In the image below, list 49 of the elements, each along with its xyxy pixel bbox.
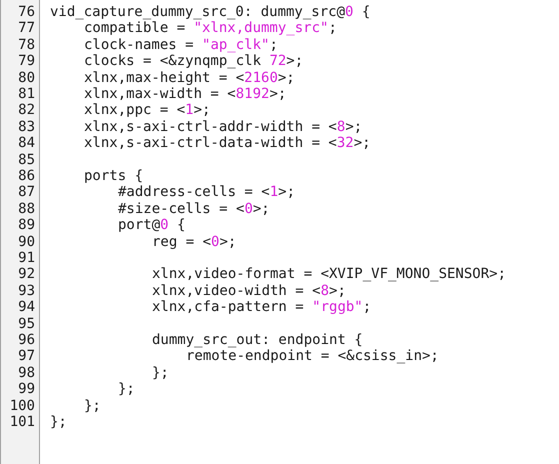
line-number: 93 bbox=[18, 282, 35, 299]
code-line: xlnx,ppc = <1>; bbox=[84, 102, 210, 118]
code-line: compatible = "xlnx,dummy_src"; bbox=[84, 20, 337, 36]
line-number: 92 bbox=[18, 266, 35, 282]
line-number: 79 bbox=[18, 53, 35, 70]
code-line: }; bbox=[118, 381, 135, 398]
line-number: 91 bbox=[18, 250, 35, 266]
line-number: 77 bbox=[18, 20, 35, 36]
line-number: 82 bbox=[18, 102, 35, 118]
line-number: 80 bbox=[18, 70, 35, 86]
line-number: 76 bbox=[18, 4, 35, 20]
line-number: 87 bbox=[18, 184, 35, 200]
line-number: 88 bbox=[18, 200, 35, 217]
line-number: 90 bbox=[18, 234, 35, 250]
line-number: 95 bbox=[18, 316, 35, 332]
code-line: xlnx,s-axi-ctrl-addr-width = <8>; bbox=[84, 118, 362, 135]
code-line: reg = <0>; bbox=[152, 234, 236, 250]
line-number: 81 bbox=[18, 86, 35, 102]
code-line: remote-endpoint = <&csiss_in>; bbox=[186, 348, 439, 364]
line-number: 83 bbox=[18, 118, 35, 135]
code-line: dummy_src_out: endpoint { bbox=[152, 332, 363, 348]
code-line: }; bbox=[50, 414, 67, 430]
line-number: 94 bbox=[18, 299, 35, 316]
line-number: 101 bbox=[10, 414, 35, 430]
line-number: 86 bbox=[18, 168, 35, 184]
line-number: 89 bbox=[18, 217, 35, 234]
code-line: vid_capture_dummy_src_0: dummy_src@0 { bbox=[50, 4, 370, 20]
line-number: 100 bbox=[10, 398, 35, 414]
code-line: xlnx,s-axi-ctrl-data-width = <32>; bbox=[84, 135, 371, 152]
code-line: xlnx,max-height = <2160>; bbox=[84, 70, 295, 86]
code-line: #address-cells = <1>; bbox=[118, 184, 296, 200]
line-number: 98 bbox=[18, 364, 35, 381]
line-number: 97 bbox=[18, 348, 35, 364]
code-line: #size-cells = <0>; bbox=[118, 200, 270, 217]
code-line: clocks = <&zynqmp_clk 72>; bbox=[84, 53, 304, 70]
code-line: }; bbox=[152, 364, 169, 381]
line-number: 96 bbox=[18, 332, 35, 348]
code-line: port@0 { bbox=[118, 217, 186, 234]
line-number: 99 bbox=[18, 381, 35, 398]
line-number: 84 bbox=[18, 135, 35, 152]
code-line: xlnx,video-format = <XVIP_VF_MONO_SENSOR>; bbox=[152, 266, 506, 282]
code-line: xlnx,video-width = <8>; bbox=[152, 282, 346, 299]
code-line: }; bbox=[84, 398, 101, 414]
line-number: 85 bbox=[18, 152, 35, 168]
code-line: xlnx,max-width = <8192>; bbox=[84, 86, 286, 102]
line-number: 78 bbox=[18, 36, 35, 53]
code-line: ports { bbox=[84, 168, 144, 184]
code-line: xlnx,cfa-pattern = "rggb"; bbox=[152, 299, 372, 316]
code-line: clock-names = "ap_clk"; bbox=[84, 36, 278, 53]
